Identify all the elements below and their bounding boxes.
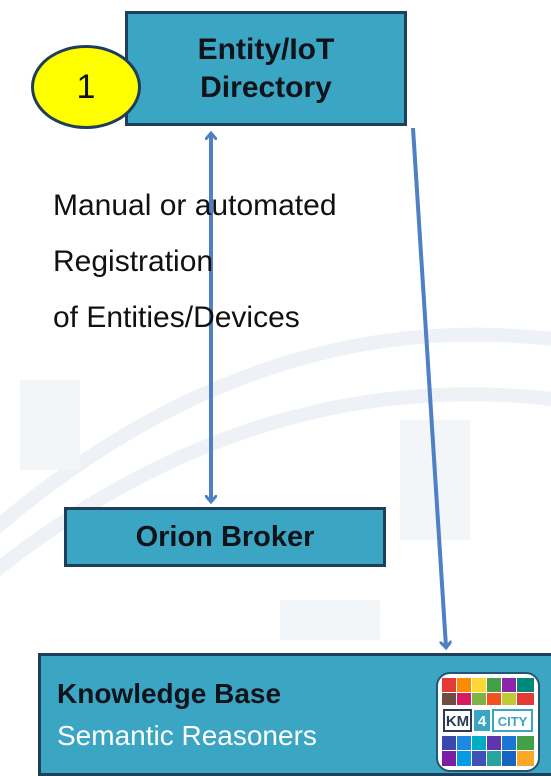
orion-broker-box: Orion Broker — [64, 507, 386, 567]
entity-directory-line1: Entity/IoT — [197, 32, 335, 66]
knowledge-base-title: Knowledge Base — [57, 678, 282, 709]
description-line1: Manual or automated — [53, 189, 337, 222]
description-line2: Registration — [53, 245, 214, 278]
logo-text-km: KM — [446, 713, 469, 730]
orion-broker-label: Orion Broker — [135, 520, 315, 553]
step-number: 1 — [76, 67, 96, 106]
entity-iot-directory-box: Entity/IoT Directory — [125, 11, 407, 126]
registration-description: Manual or automated Registration of Enti… — [53, 178, 337, 346]
directory-to-kb-arrow — [411, 127, 446, 647]
description-line3: of Entities/Devices — [53, 301, 300, 334]
step-number-badge: 1 — [31, 45, 141, 129]
entity-directory-line2: Directory — [200, 70, 332, 104]
logo-text-city: CITY — [498, 714, 528, 729]
km4city-logo: KM 4 CITY — [436, 672, 540, 772]
logo-text-4: 4 — [478, 713, 487, 730]
semantic-reasoners-subtitle: Semantic Reasoners — [57, 720, 317, 751]
